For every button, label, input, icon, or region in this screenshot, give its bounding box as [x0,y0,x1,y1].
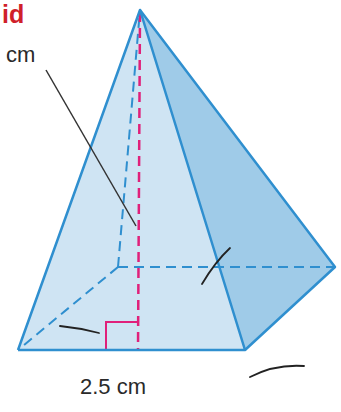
dimension-label: cm [6,42,35,68]
tick-mark [60,326,99,333]
leader-line [46,70,136,226]
right-face [140,10,335,350]
hidden-edge [118,266,335,268]
right-angle-mark [106,322,138,350]
dimension-label: 2.5 cm [80,374,146,400]
visible-edge [18,10,245,350]
tick-mark [202,248,230,284]
heading-fragment: id [2,0,24,29]
visible-edge [140,10,335,350]
tick-mark [250,366,304,377]
height-line [138,12,140,350]
hidden-edge [118,10,140,267]
